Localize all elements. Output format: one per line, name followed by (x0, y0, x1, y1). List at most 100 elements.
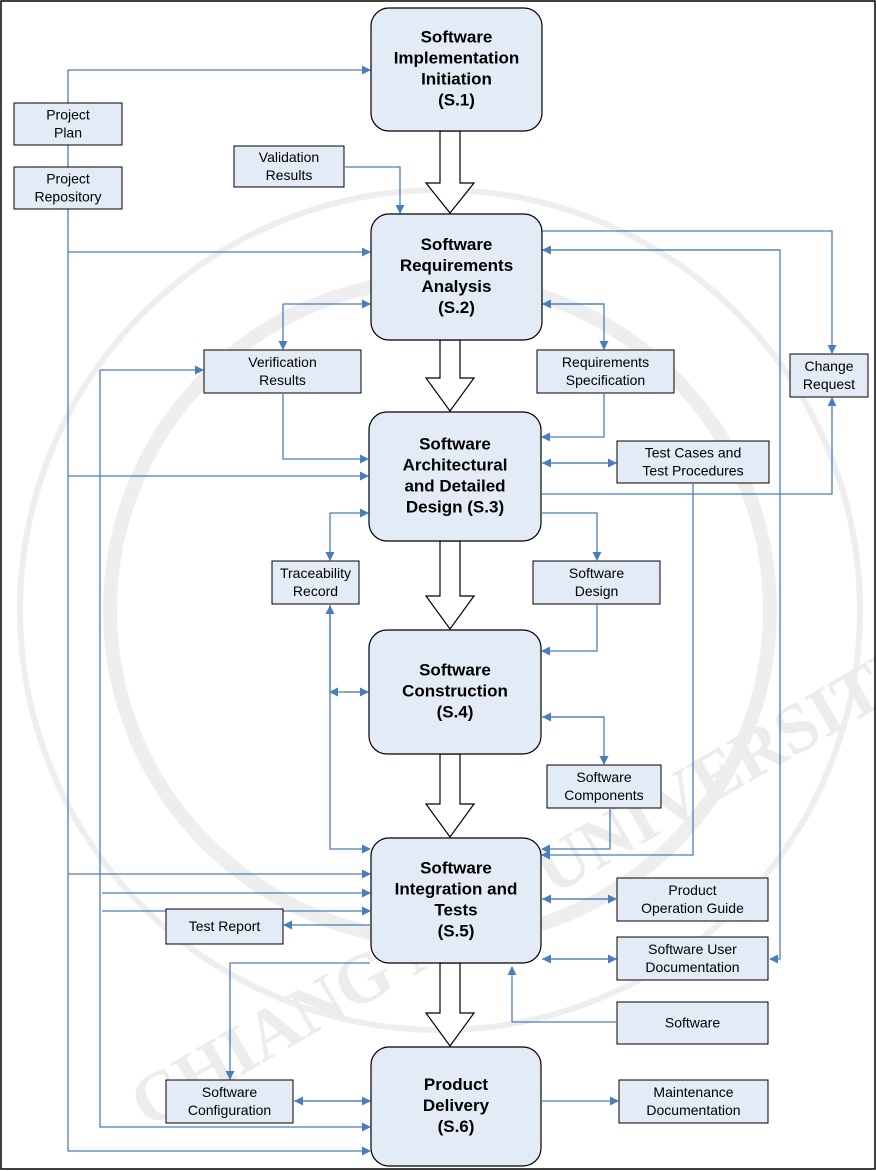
artifact-software-components-label-line: Components (564, 787, 643, 803)
artifact-requirements-specification-label-line: Specification (566, 372, 645, 388)
artifact-software-design-label-line: Design (575, 583, 619, 599)
connector-line (541, 809, 611, 854)
process-s5-label-line: Tests (434, 900, 477, 919)
process-box-s1 (370, 7, 543, 132)
artifact-box-requirements-specification (536, 349, 675, 394)
artifact-test-cases-label-line: Test Cases and (645, 445, 742, 461)
artifact-validation-results-label-line: Results (266, 167, 313, 183)
connector-lines (67, 65, 837, 1156)
artifact-product-operation-guide-label-line: Product (668, 882, 716, 898)
artifact-test-report: Test Report (165, 908, 284, 945)
artifact-box-test-report (165, 908, 284, 945)
artifact-maintenance-documentation-label-line: Maintenance (653, 1084, 733, 1100)
connector-line (99, 370, 371, 1132)
artifact-box-maintenance-documentation (618, 1079, 769, 1124)
artifact-validation-results-label-line: Validation (259, 149, 319, 165)
process-s6-label-line: (S.6) (438, 1117, 475, 1136)
process-box-s5 (370, 837, 542, 964)
connector-line (541, 394, 605, 442)
artifact-project-repository-label-line: Project (46, 171, 90, 187)
connector-line (345, 166, 405, 214)
process-s1-label-line: Initiation (421, 69, 492, 88)
connector-line (542, 397, 837, 495)
artifact-software-components-label-line: Software (576, 769, 631, 785)
process-s2-label-line: Software (421, 235, 493, 254)
artifact-change-request-label-line: Request (803, 376, 855, 392)
process-s2-label-line: (S.2) (438, 298, 475, 317)
artifact-project-plan-label-line: Plan (54, 125, 82, 141)
artifact-box-traceability-record (271, 560, 360, 605)
process-s3-label-line: Design (S.3) (406, 497, 504, 516)
process-s1-label-line: (S.1) (438, 90, 475, 109)
connector-line (542, 512, 602, 561)
connector-line (225, 962, 370, 1080)
artifact-test-report-label-line: Test Report (189, 918, 261, 934)
process-s1-label-line: Software (421, 27, 493, 46)
artifact-requirements-specification-label-line: Requirements (562, 354, 649, 370)
artifact-box-project-repository (13, 166, 123, 210)
process-s6-label-line: Delivery (423, 1096, 490, 1115)
process-s3-label-line: Software (419, 434, 491, 453)
process-s5-label-line: Integration and (395, 879, 518, 898)
process-s5-label-line: (S.5) (438, 921, 475, 940)
artifact-box-software-user-documentation (616, 936, 769, 981)
artifact-test-cases-label-line: Test Procedures (642, 463, 743, 479)
process-s4-label-line: Construction (402, 681, 508, 700)
artifact-software-user-documentation-label-line: Software User (648, 941, 737, 957)
artifact-software-user-documentation-label-line: Documentation (645, 959, 739, 975)
process-s3-label-line: Architectural (403, 455, 508, 474)
artifact-traceability-record-label-line: Traceability (280, 565, 351, 581)
artifact-box-software (616, 1001, 769, 1045)
artifact-box-change-request (789, 353, 869, 398)
connector-line (542, 230, 837, 354)
artifact-maintenance-documentation-label-line: Documentation (646, 1102, 740, 1118)
artifact-change-request-label-line: Change (804, 358, 853, 374)
artifact-box-software-design (532, 560, 661, 605)
artifact-box-project-plan (13, 102, 123, 146)
connector-line (282, 394, 369, 464)
connector-line (541, 605, 598, 656)
process-s5-label-line: Software (420, 858, 492, 877)
artifact-software-configuration-label-line: Software (202, 1084, 257, 1100)
artifact-software: Software (616, 1001, 769, 1045)
artifact-traceability-record-label-line: Record (293, 583, 338, 599)
connector-line (507, 966, 616, 1023)
artifact-box-validation-results (233, 145, 345, 188)
process-box-s4 (368, 629, 542, 755)
process-box-s2 (370, 213, 543, 341)
artifact-project-plan-label-line: Project (46, 107, 90, 123)
connector-line (67, 70, 371, 1156)
artifact-software-configuration-label-line: Configuration (188, 1102, 271, 1118)
artifact-box-software-components (546, 764, 662, 809)
process-box-s6 (370, 1046, 542, 1167)
artifact-product-operation-guide-label-line: Operation Guide (641, 900, 744, 916)
artifact-verification-results-label-line: Results (259, 372, 306, 388)
artifact-box-verification-results (203, 349, 362, 394)
artifact-boxes: ProjectPlanProjectRepositoryValidationRe… (13, 102, 869, 1124)
process-s2-label-line: Requirements (400, 256, 513, 275)
artifact-box-product-operation-guide (616, 877, 769, 922)
artifact-box-software-configuration (165, 1079, 294, 1124)
process-s4-label-line: Software (419, 660, 491, 679)
process-s3-label-line: and Detailed (404, 476, 505, 495)
